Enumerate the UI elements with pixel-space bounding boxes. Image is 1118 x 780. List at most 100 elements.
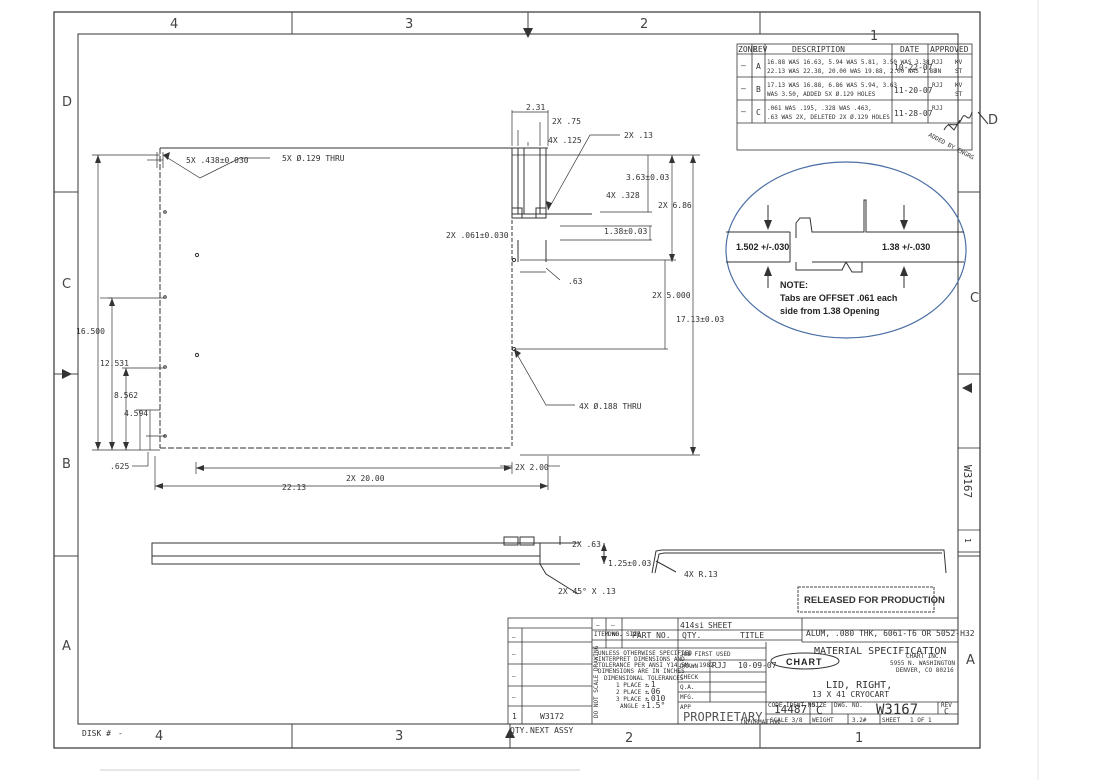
next-assy-qty: 1 [512, 712, 517, 721]
dim-2x-45-chamfer: 2X 45° X .13 [558, 587, 616, 596]
rev-b-desc-1: 17.13 WAS 16.88, 6.86 WAS 5.94, 3.63 [767, 82, 897, 89]
zone-bottom-3: 3 [395, 729, 403, 744]
drawn-by: RJJ [712, 661, 726, 670]
rev-b-zone: – [741, 84, 746, 93]
sheet-label: SHEET [882, 717, 900, 724]
dash-2: – [611, 622, 615, 629]
dim-2x-061: 2X .061±0.030 [446, 231, 509, 240]
rev-b-date: 11-20-07 [894, 86, 933, 95]
zone-left-b: B [62, 457, 71, 472]
weight-value: 3.2# [852, 717, 867, 724]
dim-3-63: 3.63±0.03 [626, 173, 670, 182]
parts-header-title: TITLE [740, 631, 764, 640]
dim-2x-2-00: 2X 2.00 [515, 463, 549, 472]
rev-a-appr-1: RJJ [932, 59, 943, 66]
code-ident-label: CODE IDENT NO. [768, 702, 819, 709]
dim-63: .63 [568, 277, 583, 286]
zone-top-1: 1 [870, 29, 878, 44]
callout-left-dim: 1.502 +/-.030 [736, 242, 789, 252]
dim-4-594: 4.594 [124, 409, 148, 418]
check-label: CHECK [680, 674, 698, 681]
size: C [816, 704, 823, 717]
dim-16-500: 16.500 [76, 327, 105, 336]
rev-header-rev: REV [753, 45, 768, 54]
rev-c-desc-1: .061 WAS .195, .328 WAS .463, [767, 105, 872, 112]
rev-value: C [944, 707, 949, 716]
code-ident: 14487 [774, 703, 807, 716]
dim-2x-5-000: 2X 5.000 [652, 291, 691, 300]
zone-top-4: 4 [170, 17, 178, 32]
rev-a-appr-4: ST [955, 68, 963, 75]
parts-header-item: ITEM NO. [594, 631, 623, 638]
dim-4x-328: 4X .328 [606, 191, 640, 200]
tol-line-3: TOLERANCE PER ANSI Y14.5M - 1982 [598, 662, 714, 669]
dim-625: .625 [110, 462, 129, 471]
dwg-no-label: DWG. NO. [834, 702, 863, 709]
zone-bottom-2: 2 [625, 731, 633, 746]
dim-2x-63-side: 2X .63 [572, 540, 601, 549]
zone-bottom-1: 1 [855, 731, 863, 746]
rev-header-approved: APPROVED [930, 45, 969, 54]
next-assy-part: W3172 [540, 712, 564, 721]
rev-a-appr-2: KV [955, 59, 963, 66]
sheet-of: 1 OF 1 [910, 717, 932, 724]
zone-left-c: C [62, 277, 71, 292]
callout-note-title: NOTE: [780, 280, 808, 290]
lid-end-view [651, 549, 947, 574]
rev-a-desc-1: 16.88 WAS 16.63, 5.94 WAS 5.81, 3.50 WAS… [767, 59, 933, 66]
dim-17-13: 17.13±0.03 [676, 315, 724, 324]
company-line-3: DENVER, CO 80216 [896, 667, 954, 674]
zone-left-a: A [62, 639, 71, 654]
drawn-label: DRAWN [680, 663, 698, 670]
tol-line-1: UNLESS OTHERWISE SPECIFIED [598, 650, 692, 657]
rev-a-desc-2: 22.13 WAS 22.38, 20.00 WAS 19.88, 2.00 W… [767, 68, 937, 75]
dim-22-13: 22.13 [282, 483, 306, 492]
first-used: JOB FIRST USED [680, 651, 731, 658]
callout-note-line-1: Tabs are OFFSET .061 each [780, 293, 897, 303]
size-label: SIZE [812, 702, 827, 709]
rev-b-appr-1: RJJ [932, 82, 943, 89]
rev-a-rev: A [756, 62, 761, 71]
revision-table [736, 43, 973, 151]
title-line-1: LID, RIGHT, [826, 680, 892, 691]
dash-1: – [596, 622, 600, 629]
rev-b-desc-2: WAS 3.50, ADDED 5X Ø.129 HOLES [767, 91, 876, 98]
tol-line-5: DIMENSIONAL TOLERANCES [604, 675, 684, 682]
company-line-1: CHART INC. [906, 653, 942, 660]
proprietary: PROPRIETARY [683, 710, 763, 724]
dim-5x-438: 5X .438±0.030 [186, 156, 249, 165]
zone-right-c: C [970, 291, 979, 306]
handwritten-signature [943, 111, 989, 131]
added-by-engrg-note: ADDED BY ENGRG [927, 132, 975, 162]
zone-right-d: D [988, 113, 998, 128]
tol-line-2: INTERPRET DIMENSIONS AND [598, 656, 685, 663]
zone-top-2: 2 [640, 17, 648, 32]
side-sheet-number: 1 [963, 538, 972, 543]
zone-right-a: A [966, 653, 975, 668]
tol-3place-value: .010 [646, 694, 665, 703]
dim-1-38: 1.38±0.03 [604, 227, 648, 236]
next-assy-label: NEXT ASSY [530, 726, 574, 735]
title-line-2: 13 X 41 CRYOCART [812, 690, 889, 699]
tol-3place-label: 3 PLACE ± [616, 696, 649, 703]
dim-1-25: 1.25±0.03 [608, 559, 652, 568]
tol-angle-label: ANGLE ± [620, 703, 646, 710]
dim-4x-r13: 4X R.13 [684, 570, 718, 579]
rev-header-description: DESCRIPTION [792, 45, 845, 54]
material: ALUM, .080 THK, 6061-T6 OR 5052-H32 [806, 629, 975, 638]
dim-5x-129-thru: 5X Ø.129 THRU [282, 153, 345, 163]
zone-top-3: 3 [405, 17, 413, 32]
parts-header-size: DWG. SIZE [608, 631, 641, 638]
rev-a-date: 10-22-07 [894, 63, 933, 72]
next-assy-dash-4: – [512, 694, 516, 701]
mass-label: 414si [680, 621, 704, 630]
tol-1place-label: 1 PLACE ± [616, 682, 649, 689]
rev-label: REV [941, 702, 952, 709]
dim-2x-13: 2X .13 [624, 131, 653, 140]
rev-c-desc-2: .63 WAS 2X, DELETED 2X Ø.129 HOLES [767, 114, 890, 121]
tol-2place-label: 2 PLACE ± [616, 689, 649, 696]
rev-header-zone: ZONE [738, 45, 757, 54]
material-spec: MATERIAL SPECIFICATION [814, 646, 946, 657]
rev-b-rev: B [756, 85, 761, 94]
